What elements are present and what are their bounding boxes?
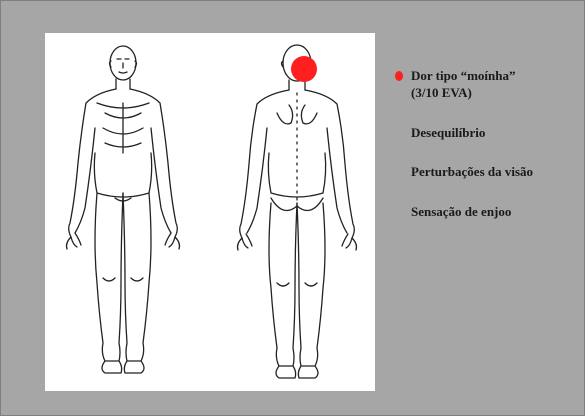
symptom-vision-label: Perturbações da visão (411, 164, 533, 179)
symptom-imbalance-label: Desequilíbrio (411, 125, 485, 140)
body-chart (45, 33, 375, 391)
human-body-front-icon (67, 46, 180, 373)
symptom-imbalance: Desequilíbrio (411, 124, 485, 141)
symptom-nausea: Sensação de enjoo (411, 203, 511, 220)
human-body-back-icon (238, 45, 357, 378)
body-chart-panel (45, 33, 375, 391)
symptom-vision: Perturbações da visão (411, 163, 533, 180)
symptom-nausea-label: Sensação de enjoo (411, 204, 511, 219)
pain-marker-icon (291, 56, 317, 82)
symptom-pain-scale: (3/10 EVA) (411, 84, 516, 101)
symptom-pain-label: Dor tipo “moínha” (411, 67, 516, 84)
symptom-pain: Dor tipo “moínha” (3/10 EVA) (411, 67, 516, 101)
pain-marker-legend-icon (395, 71, 403, 81)
